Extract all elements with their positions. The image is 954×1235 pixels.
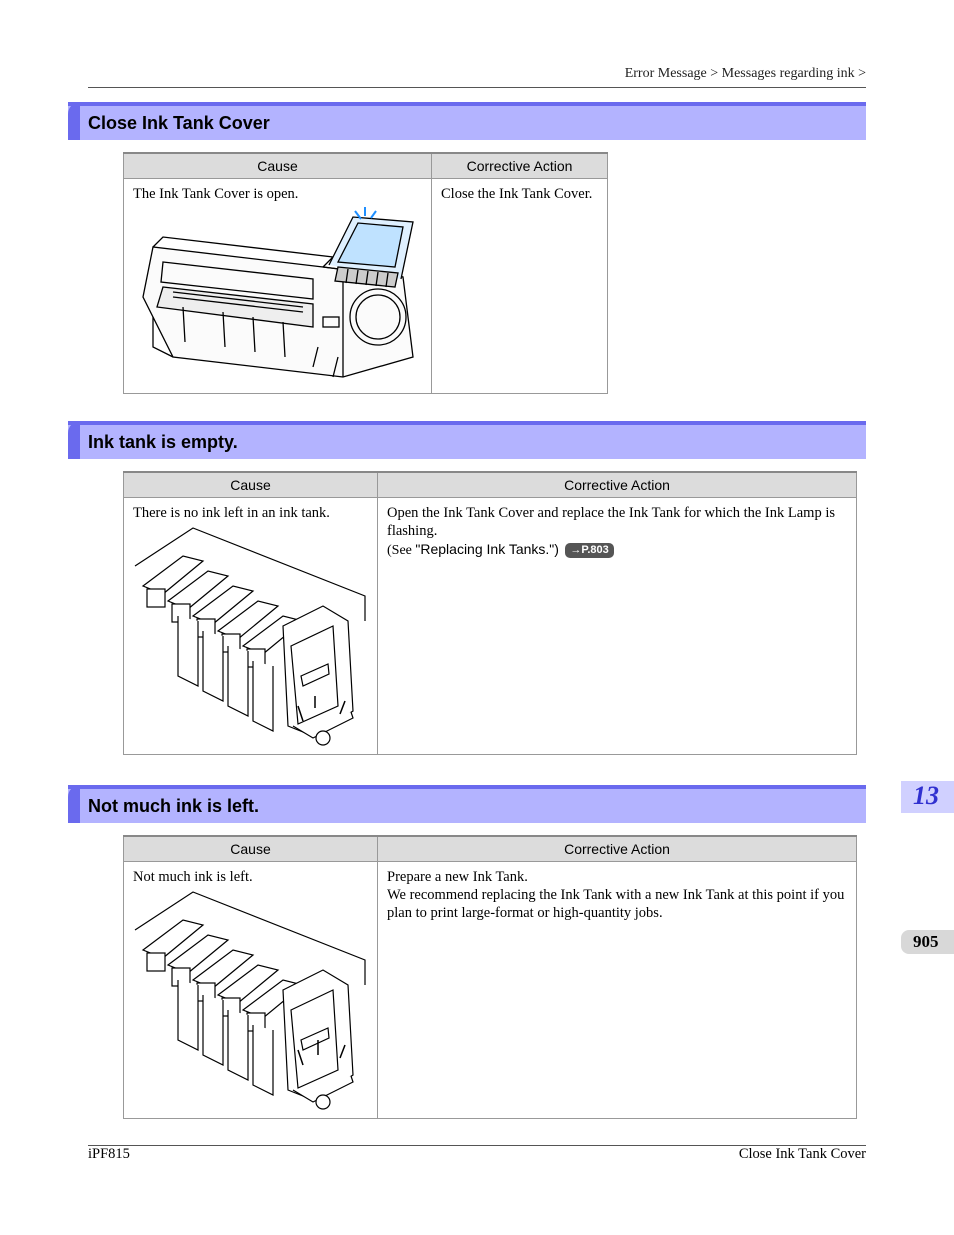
cause-text: The Ink Tank Cover is open. bbox=[133, 186, 299, 202]
see-also-reference: (See "Replacing Ink Tanks.") →P.803 bbox=[387, 540, 847, 560]
see-prefix: (See bbox=[387, 543, 416, 558]
action-cell: Prepare a new Ink Tank. We recommend rep… bbox=[377, 861, 857, 1119]
section-header-close-ink-tank-cover: Close Ink Tank Cover bbox=[68, 102, 866, 140]
column-header-cause: Cause bbox=[123, 152, 432, 179]
column-header-cause: Cause bbox=[123, 471, 378, 498]
ink-tanks-illustration bbox=[134, 527, 366, 746]
footer-section-title: Close Ink Tank Cover bbox=[738, 1146, 866, 1162]
cause-text: There is no ink left in an ink tank. bbox=[133, 505, 330, 521]
cause-text: Not much ink is left. bbox=[133, 869, 253, 885]
printer-illustration bbox=[142, 207, 414, 378]
section-header-not-much-ink: Not much ink is left. bbox=[68, 785, 866, 823]
page-number-tab: 905 bbox=[901, 930, 954, 954]
cause-cell: Not much ink is left. bbox=[123, 861, 378, 1119]
breadcrumb: Error Message > Messages regarding ink > bbox=[624, 66, 866, 81]
chapter-number: 13 bbox=[913, 781, 939, 810]
page-reference-link[interactable]: →P.803 bbox=[565, 543, 614, 558]
cause-cell: There is no ink left in an ink tank. bbox=[123, 497, 378, 755]
section-title: Ink tank is empty. bbox=[88, 432, 238, 452]
footer-rule bbox=[88, 1145, 866, 1146]
chapter-tab[interactable]: 13 bbox=[901, 781, 954, 813]
column-header-action: Corrective Action bbox=[377, 471, 857, 498]
action-cell: Close the Ink Tank Cover. bbox=[431, 178, 608, 394]
column-header-action: Corrective Action bbox=[431, 152, 608, 179]
cause-cell: The Ink Tank Cover is open. bbox=[123, 178, 432, 394]
page-number: 905 bbox=[913, 932, 939, 951]
error-table-ink-empty: Cause Corrective Action There is no ink … bbox=[123, 471, 857, 755]
error-table-close-cover: Cause Corrective Action The Ink Tank Cov… bbox=[123, 152, 608, 394]
action-text: Open the Ink Tank Cover and replace the … bbox=[387, 505, 836, 539]
action-text: Close the Ink Tank Cover. bbox=[441, 186, 593, 202]
ink-tanks-illustration bbox=[134, 891, 366, 1110]
action-line-2: We recommend replacing the Ink Tank with… bbox=[387, 887, 845, 921]
header-rule bbox=[88, 87, 866, 88]
section-header-ink-tank-empty: Ink tank is empty. bbox=[68, 421, 866, 459]
action-cell: Open the Ink Tank Cover and replace the … bbox=[377, 497, 857, 755]
column-header-action: Corrective Action bbox=[377, 835, 857, 862]
see-link-title[interactable]: "Replacing Ink Tanks.") bbox=[415, 541, 559, 557]
footer-model: iPF815 bbox=[88, 1146, 130, 1162]
section-title: Not much ink is left. bbox=[88, 796, 260, 816]
column-header-cause: Cause bbox=[123, 835, 378, 862]
action-line-1: Prepare a new Ink Tank. bbox=[387, 869, 528, 885]
section-title: Close Ink Tank Cover bbox=[88, 113, 270, 133]
error-table-low-ink: Cause Corrective Action Not much ink is … bbox=[123, 835, 857, 1119]
